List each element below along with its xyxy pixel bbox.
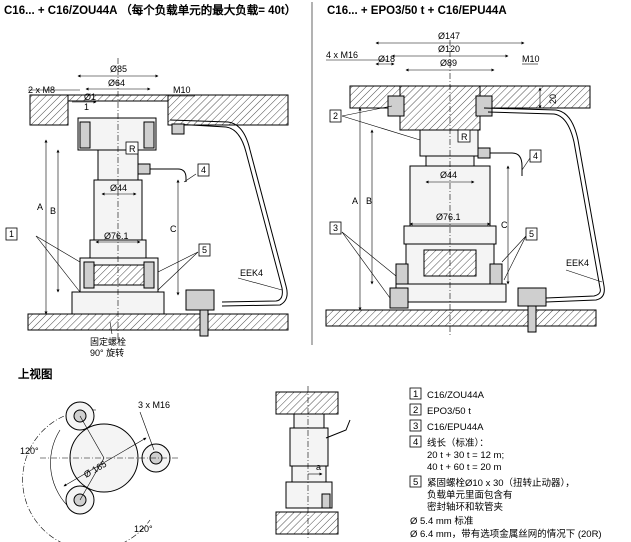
dim-r-right: R [461,132,468,142]
legend-text-3: C16/EPU44A [427,422,484,433]
dim-d76-right: Ø76.1 [436,212,461,222]
callout-5: 5 [202,245,207,255]
callout-box-4 [197,163,210,177]
dim-3xm16: 3 x M16 [138,400,170,410]
left-view-title: C16... + C16/ZOU44A （每个负载单元的最大负载= 40t） [4,3,296,17]
dim-a-small: a [316,462,321,472]
legend-box-5 [409,475,422,488]
legend-text-4a: 线长（标准）： [427,437,489,449]
legend-text-2: EPO3/50 t [427,406,471,417]
callout-box-3 [329,221,342,235]
dim-a-right: A [352,196,358,206]
legend-num-2: 2 [413,405,418,416]
callout-2: 2 [333,111,338,121]
legend-num-1: 1 [413,389,418,400]
legend-text-5c: 密封轴环和软管夹 [427,501,504,513]
callout-4: 4 [201,165,206,175]
callout-1: 1 [9,229,14,239]
legend-text-1: C16/ZOU44A [427,390,485,401]
bolt-note-1: 固定螺栓 [90,336,126,347]
eek-label-right: EEK4 [566,258,589,268]
r-box [125,141,139,155]
legend-box-4 [409,435,422,448]
note-wire-mesh: Ø 6.4 mm，带有选项金属丝网的情况下 (20R) [410,528,602,540]
legend-text-5a: 紧固螺栓Ø10 x 30（扭转止动器）， [427,477,575,489]
callout-3: 3 [333,223,338,233]
callout-5-right: 5 [529,229,534,239]
callout-box-4-right [529,149,542,163]
dim-m10-right: M10 [522,54,540,64]
callout-box-5 [198,243,211,257]
bolt-note-2: 90° 旋转 [90,347,124,358]
legend-num-3: 3 [413,421,418,432]
legend: 1 C16/ZOU44A 2 EPO3/50 t 3 C16/EPU44A 4 … [409,387,575,513]
dim-d44: Ø44 [110,183,127,193]
dim-d64: Ø64 [108,78,125,88]
dim-d44-right: Ø44 [440,170,457,180]
dim-20: 20 [548,94,558,104]
dim-m8: 2 x M8 [28,85,55,95]
left-assembly-view [27,58,289,340]
dim-d1: Ø1 [84,92,96,102]
dim-a: A [37,202,43,212]
dim-d89: Ø89 [440,58,457,68]
dim-c-right: C [501,220,508,230]
callout-box-2 [329,109,342,123]
legend-num-4: 4 [413,437,418,448]
note-standard: Ø 5.4 mm 标准 [410,515,474,527]
angle-120-a: 120° [20,446,39,456]
legend-text-5b: 负载单元里面包含有 [427,489,513,501]
dim-r: R [129,144,136,154]
dim-b: B [50,206,56,216]
angle-120-b: 120° [134,524,153,534]
legend-box-2 [409,403,422,416]
dim-d76: Ø76.1 [104,231,129,241]
r-box-right [457,129,471,143]
dim-m10: M10 [173,85,191,95]
callout-box-1 [5,227,18,241]
top-view-title: 上视图 [18,367,53,381]
callout-4-right: 4 [533,151,538,161]
eek-label: EEK4 [240,268,263,278]
small-section-view [275,386,351,538]
legend-num-5: 5 [413,477,418,488]
dim-d18: Ø18 [378,54,395,64]
right-assembly-view [325,40,605,336]
legend-text-4b: 20 t + 30 t = 12 m; [427,450,504,461]
right-view-title: C16... + EPO3/50 t + C16/EPU44A [327,5,507,17]
legend-box-3 [409,419,422,432]
dim-4xm16: 4 x M16 [326,50,358,60]
dim-d147: Ø147 [438,31,460,41]
dim-c: C [170,224,177,234]
legend-box-1 [409,387,422,400]
top-view-drawing [22,401,180,542]
legend-text-4c: 40 t + 60 t = 20 m [427,462,502,473]
callout-box-5-right [525,227,538,241]
dim-b-right: B [366,196,372,206]
dim-1: 1 [84,102,89,112]
dim-d120: Ø120 [438,44,460,54]
dim-d85: Ø85 [110,64,127,74]
